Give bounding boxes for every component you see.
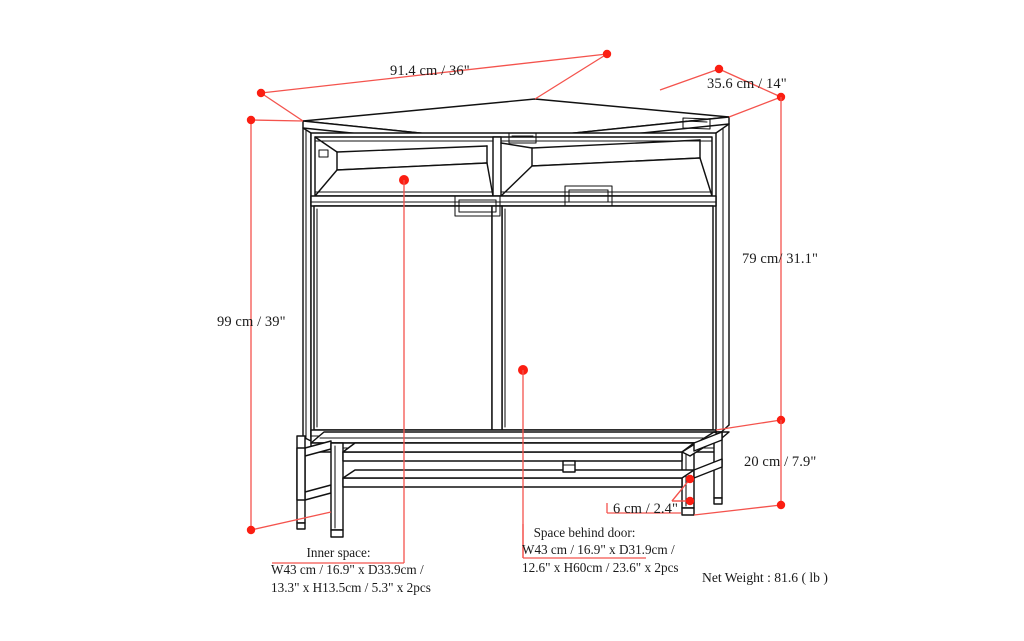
door-centre-stile xyxy=(491,205,503,431)
metal-base xyxy=(296,431,723,538)
base-stretcher-front-lower xyxy=(342,477,683,488)
shelf-clip-right xyxy=(682,117,711,130)
note-space-behind-door-line1: W43 cm / 16.9" x D31.9cm / xyxy=(522,542,675,558)
dimline-width-tick-right xyxy=(534,53,608,100)
cabinet-left-panel xyxy=(302,127,312,442)
note-space-behind-door: Space behind door: W43 cm / 16.9" x D31.… xyxy=(522,524,679,576)
shelf-handle-left xyxy=(508,132,537,144)
mid-rail xyxy=(310,195,717,207)
note-inner-space: Inner space: W43 cm / 16.9" x D33.9cm / … xyxy=(271,544,431,596)
shelf-centre-divider xyxy=(492,136,502,197)
cabinet-door-right xyxy=(501,205,714,431)
dimline-depth-extension xyxy=(728,96,782,118)
leg-back-left-foot xyxy=(296,522,306,530)
base-stretcher-lower-top xyxy=(342,469,695,479)
dimdot-width-left xyxy=(256,88,266,98)
base-centre-glide xyxy=(562,460,576,473)
dimdot-rail-top xyxy=(685,474,695,484)
dimension-label-total-height: 99 cm / 39" xyxy=(217,314,286,330)
base-rail-right-lower xyxy=(693,458,723,479)
note-space-behind-door-title: Space behind door: xyxy=(533,525,636,540)
dimension-label-base-rail: 6 cm / 2.4" xyxy=(613,501,679,517)
dimension-label-cabinet-height: 79 cm/ 31.1" xyxy=(742,251,818,267)
cabinet-body xyxy=(302,98,730,453)
dimension-annotations xyxy=(246,49,786,564)
note-inner-space-title: Inner space: xyxy=(306,545,371,560)
dimline-depth-tick-left xyxy=(659,68,720,91)
door-handle-left xyxy=(454,195,501,217)
dimline-base-height-bottom-ext xyxy=(693,504,782,516)
dimdot-depth-left xyxy=(714,64,724,74)
dimdot-width-right xyxy=(602,49,612,59)
base-side-post-left xyxy=(296,447,306,501)
leg-back-right-foot xyxy=(713,497,723,505)
dimdot-total-height-top xyxy=(246,115,256,125)
dimension-label-depth: 35.6 cm / 14" xyxy=(707,76,787,92)
dimdot-total-height-bottom xyxy=(246,525,256,535)
dimline-rail-leader-top xyxy=(671,478,691,502)
dimdot-rail-bottom xyxy=(685,496,695,506)
base-rail-back-left-lower xyxy=(304,484,332,501)
dimline-cabinet-height-bottom-ext xyxy=(715,419,782,431)
cabinet-door-left xyxy=(313,205,493,431)
base-rail-right xyxy=(693,431,723,452)
dimdot-base-height-bottom xyxy=(776,500,786,510)
dimline-total-height-top-ext xyxy=(250,119,304,122)
dimension-label-width: 91.4 cm / 36" xyxy=(390,63,470,79)
note-inner-space-line1: W43 cm / 16.9" x D33.9cm / xyxy=(271,562,424,578)
leg-front-right-foot xyxy=(681,507,695,516)
door-handle-right xyxy=(564,185,613,207)
note-inner-space-line2: 13.3" x H13.5cm / 5.3" x 2pcs xyxy=(271,579,431,595)
dimension-label-base-height: 20 cm / 7.9" xyxy=(744,454,817,470)
dimline-width-tick-left xyxy=(260,92,304,122)
base-stretcher-front-upper xyxy=(342,451,683,462)
leg-front-left xyxy=(330,442,344,531)
dimline-total-height-bottom-ext xyxy=(250,511,332,531)
dimline-depth xyxy=(718,68,782,98)
shelf-clip-left xyxy=(318,149,329,158)
net-weight-label: Net Weight : 81.6 ( lb ) xyxy=(702,570,828,585)
dimline-width xyxy=(260,53,608,94)
note-space-behind-door-line2: 12.6" x H60cm / 23.6" x 2pcs xyxy=(522,559,679,575)
leg-front-left-foot xyxy=(330,529,344,538)
base-stretcher-front-top xyxy=(342,442,695,453)
